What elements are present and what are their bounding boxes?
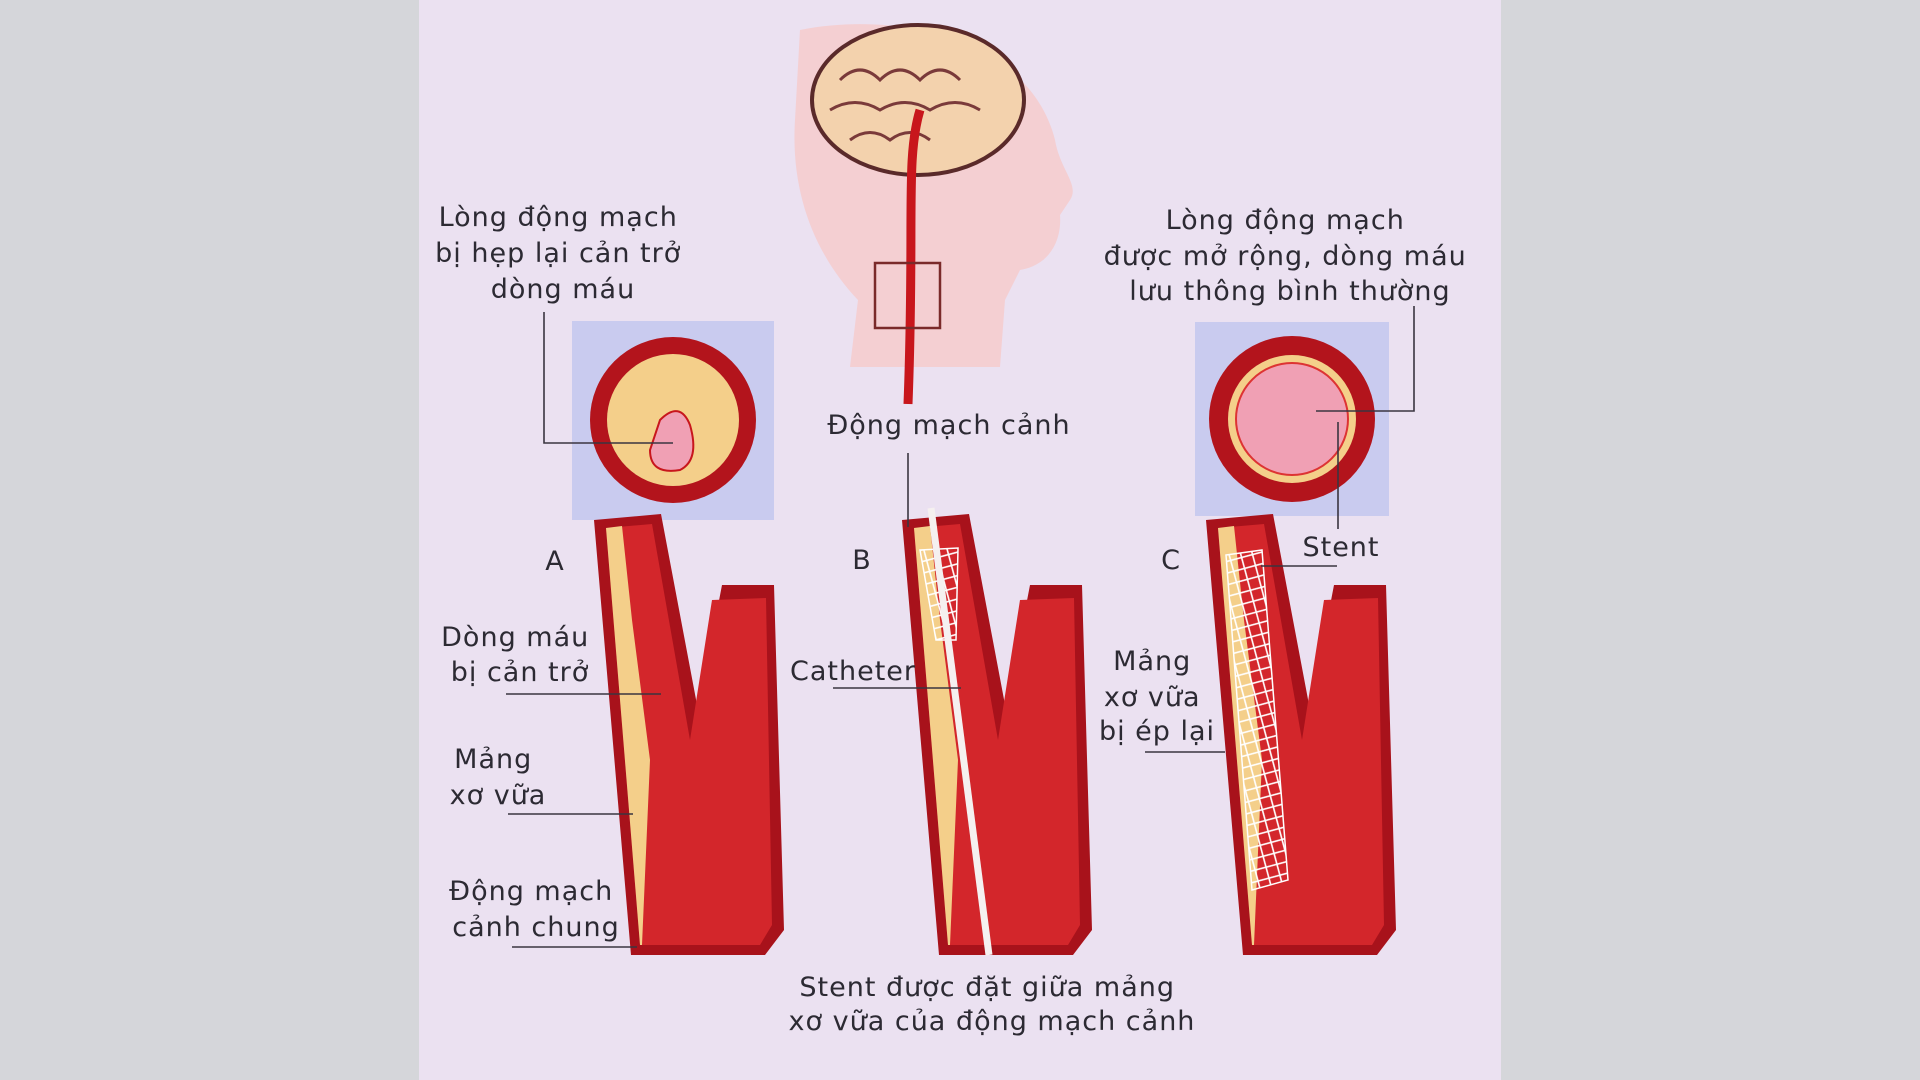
carotid-artery-label: Động mạch cảnh <box>827 410 1070 441</box>
common-carotid-label: Động mạch cảnh chung <box>449 876 623 943</box>
catheter <box>927 507 993 956</box>
plaque-label: Mảng xơ vữa <box>450 744 547 811</box>
stent-label: Stent <box>1302 532 1379 563</box>
catheter-label: Catheter <box>790 656 916 687</box>
blocked-flow-label: Dòng máu bị cản trở <box>441 622 599 688</box>
vessel-c <box>1206 514 1396 955</box>
head-illustration <box>794 23 1073 405</box>
panel-b-letter: B <box>852 545 872 576</box>
brain-icon <box>810 23 1026 177</box>
compressed-plaque-label: Mảng xơ vữa bị ép lại <box>1099 646 1215 747</box>
carotid-artery <box>903 108 925 405</box>
widened-lumen-label: Lòng động mạch được mở rộng, dòng máu lư… <box>1104 205 1477 307</box>
panel-a-letter: A <box>545 546 564 577</box>
panel-c-letter: C <box>1161 545 1181 576</box>
narrowed-lumen-label: Lòng động mạch bị hẹp lại cản trở dòng m… <box>435 202 691 305</box>
zoom-box <box>873 261 942 330</box>
caption: Stent được đặt giữa mảng xơ vữa của động… <box>789 972 1196 1037</box>
stent-expanded <box>1225 549 1289 891</box>
